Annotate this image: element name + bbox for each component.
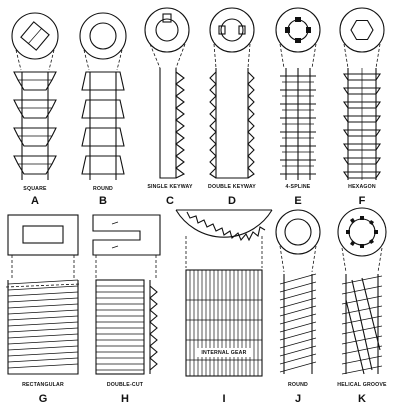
tool-d-keyway-right (238, 25, 246, 35)
tool-b-body (81, 71, 125, 180)
tool-i-name: INTERNAL GEAR (201, 350, 246, 356)
tool-g-rect-hole (22, 225, 64, 244)
tool-h-workpiece (92, 214, 161, 256)
tool-e-name: 4-SPLINE (286, 184, 311, 190)
tool-d-double-keyway: DOUBLE KEYWAY D (208, 7, 256, 207)
tool-j-body (279, 273, 317, 374)
tool-a-letter: A (31, 195, 39, 207)
tool-k-hole-view (337, 207, 387, 257)
tool-b-letter: B (99, 195, 107, 207)
tool-g-letter: G (39, 393, 48, 405)
tool-c-single-keyway: SINGLE KEYWAY C (144, 7, 193, 207)
tool-a-name: SQUARE (23, 186, 47, 192)
tool-a-square: SQUARE A (11, 12, 59, 207)
tool-c-hole-view (144, 7, 190, 53)
tool-g-body (7, 279, 79, 375)
tool-f-hexagon: HEXAGON F (339, 7, 385, 207)
tool-d-keyway-left (218, 25, 226, 35)
tool-k-body (341, 274, 383, 375)
tool-d-bore (220, 18, 244, 42)
tool-h-letter: H (121, 393, 129, 405)
tool-j-name: ROUND (288, 382, 308, 388)
tool-c-keyway (162, 13, 172, 23)
tool-b-hole-view (79, 12, 127, 60)
tool-f-name: HEXAGON (348, 184, 376, 190)
tool-e-bore (287, 19, 309, 41)
tool-d-body (209, 68, 255, 179)
tool-j-letter: J (295, 393, 301, 405)
tool-i-internal-gear: INTERNAL GEAR I (175, 209, 273, 405)
tool-j-hole-view (275, 209, 321, 255)
tool-a-break-mark (27, 27, 43, 45)
tool-g-workpiece (7, 214, 79, 256)
tool-b-round: ROUND B (79, 12, 127, 207)
tool-k-letter: K (358, 393, 366, 405)
tool-c-letter: C (166, 195, 174, 207)
tool-i-letter: I (222, 393, 225, 405)
tool-d-hole-view (209, 7, 255, 53)
tool-h-double-cut: DOUBLE-CUT H (92, 214, 161, 405)
tool-g-name: RECTANGULAR (22, 382, 64, 388)
tool-i-body (185, 269, 263, 377)
tool-a-hole-view (11, 12, 59, 60)
tool-f-body (342, 68, 382, 180)
tool-h-body (95, 279, 158, 375)
tool-i-gear-ring (175, 209, 273, 238)
tool-c-name: SINGLE KEYWAY (147, 184, 193, 190)
tool-f-hex-hole (350, 19, 374, 41)
tool-b-name: ROUND (93, 186, 113, 192)
tool-f-hole-view (339, 7, 385, 53)
tool-c-body (159, 68, 186, 179)
tool-c-bore (155, 18, 179, 42)
tool-e-hole-view (275, 7, 321, 53)
tool-e-letter: E (294, 195, 301, 207)
tool-i-gear-teeth (186, 211, 266, 242)
tool-a-body (13, 71, 57, 180)
tool-e-body (280, 68, 316, 180)
tool-g-rectangular: RECTANGULAR G (5, 214, 81, 405)
tool-d-letter: D (228, 195, 236, 207)
tool-h-name: DOUBLE-CUT (107, 382, 144, 388)
tool-j-round: ROUND J (275, 209, 321, 405)
tool-k-name: HELICAL GROOVE (337, 382, 387, 388)
tool-e-4-spline: 4-SPLINE E (275, 7, 321, 207)
tool-d-name: DOUBLE KEYWAY (208, 184, 256, 190)
tool-f-letter: F (359, 195, 366, 207)
tool-b-round-hole (89, 22, 117, 50)
tool-k-helical-groove: HELICAL GROOVE K (337, 207, 387, 405)
tool-j-round-hole (284, 218, 312, 246)
